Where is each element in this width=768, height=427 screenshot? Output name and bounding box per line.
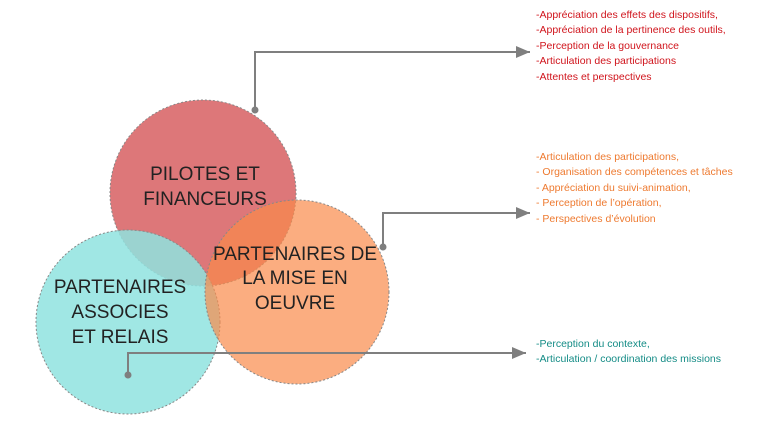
list-item: - Perspectives d’évolution: [536, 212, 656, 225]
connector-arrows: [124, 46, 530, 379]
list-item: - Organisation des compétences et tâches: [536, 166, 733, 179]
list-pilotes: -Appréciation des effets des dispositifs…: [536, 8, 726, 85]
list-item: - Perception de l’opération,: [536, 197, 662, 210]
list-item: -Perception de la gouvernance: [536, 39, 680, 52]
list-item: -Attentes et perspectives: [536, 70, 652, 83]
circle-partenaires-mise: [204, 199, 390, 385]
list-item: -Articulation / coordination des mission…: [536, 353, 722, 366]
list-item: -Perception du contexte,: [536, 338, 650, 350]
list-item: -Appréciation des effets des dispositifs…: [536, 9, 718, 21]
list-item: -Appréciation de la pertinence des outil…: [536, 24, 726, 37]
list-item: -Articulation des participations: [536, 55, 677, 68]
list-item: - Appréciation du suivi-animation,: [536, 181, 691, 194]
list-partenaires-mise: -Articulation des participations, - Orga…: [536, 150, 733, 227]
list-partenaires-associes: -Perception du contexte, -Articulation /…: [536, 337, 721, 368]
list-item: -Articulation des participations,: [536, 151, 679, 163]
